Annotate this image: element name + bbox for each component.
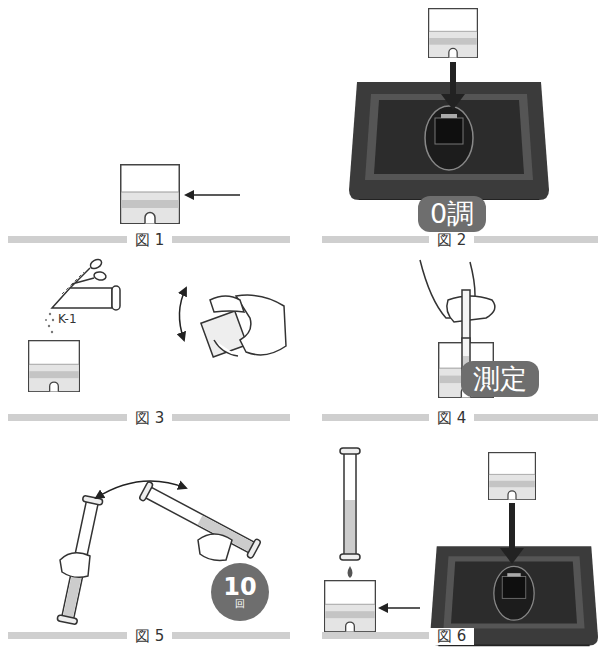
step-badge: 測定 xyxy=(461,361,539,397)
figure-caption: 図 6 xyxy=(429,628,474,645)
count-circle: 10回 xyxy=(211,563,269,621)
figure-caption: 図 2 xyxy=(429,232,474,249)
badge-text: 回 xyxy=(235,599,245,609)
figure-caption: 図 5 xyxy=(127,628,172,645)
part-label: K-1 xyxy=(58,313,77,326)
badge-text: 10 xyxy=(223,575,256,599)
badge-text: 測定 xyxy=(473,363,527,394)
figure-caption: 図 4 xyxy=(429,410,474,427)
step-badge: 0調 xyxy=(418,196,486,232)
figure-caption: 図 1 xyxy=(127,232,172,249)
figure-caption: 図 3 xyxy=(127,410,172,427)
badge-text: 0調 xyxy=(430,198,474,229)
